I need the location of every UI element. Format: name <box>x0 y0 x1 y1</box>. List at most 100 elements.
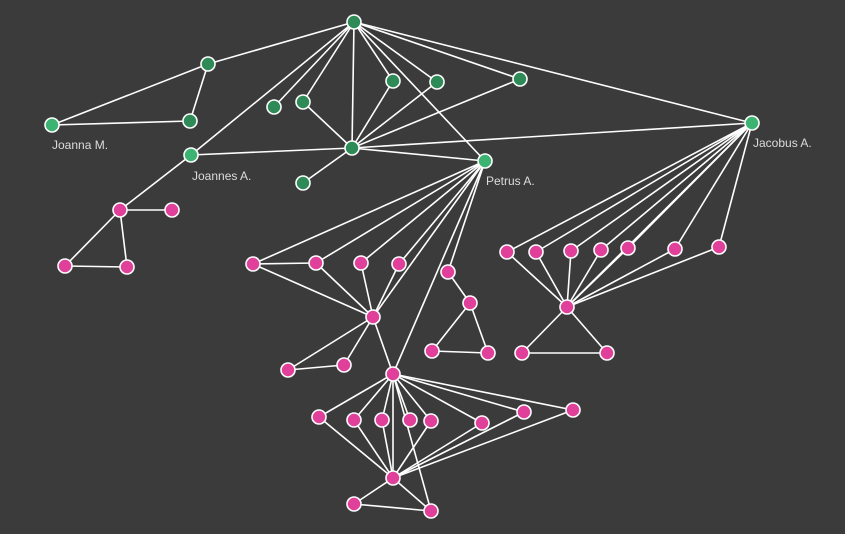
graph-nodes <box>44 14 760 519</box>
edge-g520-center <box>351 78 521 149</box>
edge-m567-p607 <box>566 306 608 354</box>
node-p431[interactable] <box>423 413 439 429</box>
edge-p361-m373 <box>360 262 374 318</box>
edge-p536-m567 <box>535 251 568 308</box>
node-p573[interactable] <box>565 402 581 418</box>
edge-p354-m393b <box>353 419 394 479</box>
node-p482[interactable] <box>474 415 490 431</box>
edge-m393-p431 <box>392 373 432 422</box>
node-g303b[interactable] <box>295 175 311 191</box>
node-petrus[interactable] <box>477 153 493 169</box>
edge-hub-g208 <box>207 21 355 65</box>
node-hub[interactable] <box>346 14 362 30</box>
node-g303a[interactable] <box>295 94 311 110</box>
node-p319[interactable] <box>311 409 327 425</box>
edge-p601-m567 <box>566 249 602 308</box>
node-p253[interactable] <box>245 256 261 272</box>
node-p470[interactable] <box>462 295 478 311</box>
edge-p482-m393b <box>392 422 483 479</box>
edge-g303b-center <box>302 147 353 184</box>
edge-p571-m567 <box>566 250 572 308</box>
node-p448[interactable] <box>440 264 456 280</box>
edge-hub-petrus <box>353 21 486 162</box>
node-p382[interactable] <box>374 412 390 428</box>
node-label-jacobus: Jacobus A. <box>753 136 812 150</box>
edge-p470-p488 <box>469 302 489 354</box>
edge-g208-g190 <box>189 63 209 122</box>
node-g437[interactable] <box>429 74 445 90</box>
node-p675[interactable] <box>667 241 683 257</box>
node-p719[interactable] <box>711 239 727 255</box>
node-p536[interactable] <box>528 244 544 260</box>
node-g520[interactable] <box>512 71 528 87</box>
graph-edges <box>51 21 753 512</box>
node-joanna[interactable] <box>44 117 60 133</box>
node-p488[interactable] <box>480 345 496 361</box>
node-m567[interactable] <box>559 299 575 315</box>
edge-jacobus-p536 <box>535 122 753 253</box>
node-p431b[interactable] <box>423 503 439 519</box>
edge-jacobus-p601 <box>600 122 753 251</box>
node-p507[interactable] <box>499 244 515 260</box>
node-p607[interactable] <box>599 345 615 361</box>
edge-p719-m567 <box>566 246 720 308</box>
edge-jacobus-p675 <box>674 122 753 250</box>
edge-m393-p382 <box>381 373 394 421</box>
node-m393[interactable] <box>385 366 401 382</box>
node-label-petrus: Petrus A. <box>486 174 535 188</box>
node-p524[interactable] <box>516 404 532 420</box>
node-p288[interactable] <box>280 362 296 378</box>
node-p601[interactable] <box>593 242 609 258</box>
node-g393[interactable] <box>385 73 401 89</box>
edge-p120-p65 <box>64 209 121 267</box>
node-m393b[interactable] <box>385 470 401 486</box>
node-p432[interactable] <box>424 343 440 359</box>
node-g208[interactable] <box>200 56 216 72</box>
node-p571[interactable] <box>563 243 579 259</box>
edge-m567-p522 <box>521 306 568 354</box>
edge-p628-m567 <box>566 247 629 308</box>
edge-m393-p431b <box>392 373 432 512</box>
node-p65[interactable] <box>57 258 73 274</box>
node-joannes[interactable] <box>183 147 199 163</box>
edge-hub-g303a <box>302 21 355 103</box>
node-p361[interactable] <box>353 255 369 271</box>
edge-hub-center <box>351 21 355 149</box>
edge-petrus-m393 <box>392 160 486 375</box>
edge-m393-p354 <box>353 373 394 421</box>
edge-p120-p127 <box>119 209 128 268</box>
node-p522[interactable] <box>514 345 530 361</box>
node-g274[interactable] <box>266 99 282 115</box>
edge-g393-center <box>351 80 394 149</box>
edge-hub-g437 <box>353 21 438 83</box>
edge-center-petrus <box>351 147 486 162</box>
node-p628[interactable] <box>620 240 636 256</box>
graph-labels: Joanna M. Joannes A. Petrus A. Jacobus A… <box>52 136 812 188</box>
node-p127[interactable] <box>119 259 135 275</box>
node-p172[interactable] <box>164 202 180 218</box>
edge-p319-m393b <box>318 416 394 479</box>
node-p354[interactable] <box>346 412 362 428</box>
node-g190[interactable] <box>182 113 198 129</box>
node-jacobus[interactable] <box>744 115 760 131</box>
node-p316[interactable] <box>308 255 324 271</box>
edge-petrus-p361 <box>360 160 486 264</box>
edge-p399-m373 <box>372 263 400 318</box>
node-label-joanna: Joanna M. <box>52 138 108 152</box>
edge-m393b-p431b <box>392 477 432 512</box>
node-m373[interactable] <box>365 309 381 325</box>
node-p354b[interactable] <box>346 496 362 512</box>
edge-p65-p127 <box>64 265 128 268</box>
edge-p316-m373 <box>315 262 374 318</box>
edge-p344-m373 <box>343 316 374 366</box>
edge-g437-center <box>351 81 438 149</box>
node-p344[interactable] <box>336 357 352 373</box>
node-center[interactable] <box>344 140 360 156</box>
edge-g303a-center <box>302 101 353 149</box>
node-p399[interactable] <box>391 256 407 272</box>
edge-p573-m393b <box>392 409 574 479</box>
edge-petrus-p399 <box>398 160 486 265</box>
node-p410[interactable] <box>402 412 418 428</box>
node-p120[interactable] <box>112 202 128 218</box>
